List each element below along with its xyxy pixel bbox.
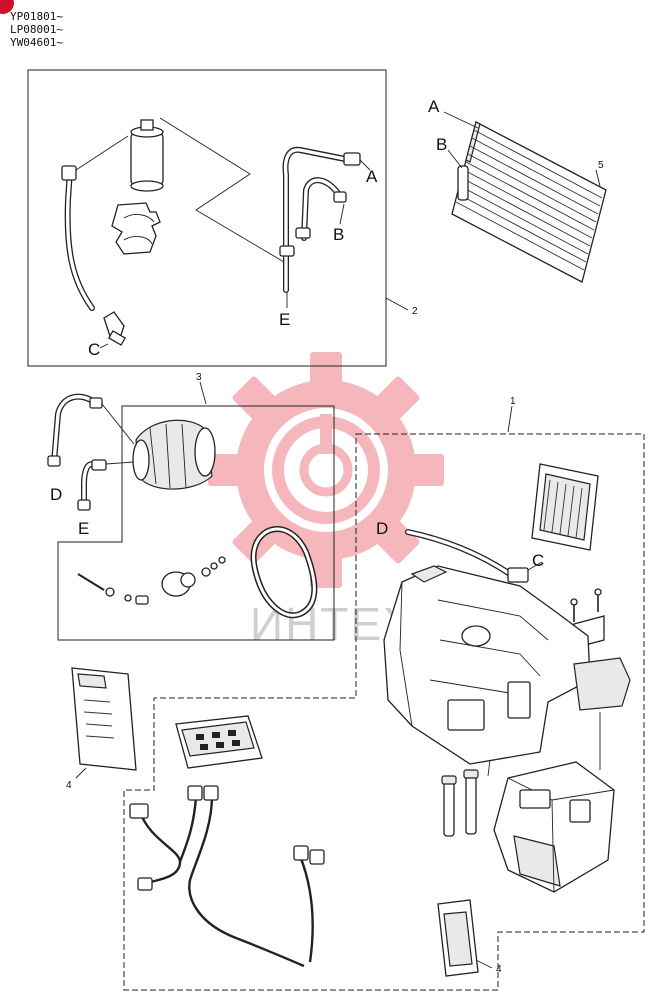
- compressor-callout-d: D: [50, 485, 62, 504]
- condenser-callout-b: B: [436, 135, 447, 154]
- corner-badge: [0, 0, 14, 14]
- part-number-5: 5: [598, 160, 604, 171]
- callout-b: B: [333, 225, 344, 244]
- receiver-drier: [130, 119, 164, 192]
- controller-panel-left: [71, 667, 137, 771]
- unit-callout-d: D: [376, 519, 388, 538]
- compressor-callout-e: E: [78, 519, 89, 538]
- condenser-callout-a: A: [428, 97, 440, 116]
- compressor-group-frame: [57, 405, 335, 641]
- part-number-2: 2: [412, 306, 418, 317]
- hose-right: [279, 146, 361, 293]
- condenser: [451, 121, 607, 283]
- drain-tubes: [441, 769, 479, 837]
- hose-left: [61, 135, 129, 311]
- compressor-hoses: [47, 393, 107, 511]
- serial-range: YW04601~: [10, 36, 63, 49]
- part-number-1: 1: [510, 396, 516, 407]
- wire-harness: [129, 785, 325, 968]
- evaporator-case: [493, 761, 615, 893]
- hvac-unit-housing: [383, 565, 631, 765]
- heater-core: [531, 463, 599, 551]
- compressor-pulley-kit: [77, 556, 226, 605]
- watermark-gear-icon: [208, 352, 444, 588]
- part-number-4-bottom: 4: [496, 964, 502, 975]
- controller-panel-bottom: [437, 899, 479, 977]
- fitting-c: [103, 311, 126, 346]
- part-number-4-left: 4: [66, 780, 72, 791]
- drier-bracket: [111, 202, 161, 255]
- hose-group-frame: [27, 69, 387, 367]
- compressor: [132, 419, 216, 490]
- serial-range: YP01801~: [10, 10, 63, 23]
- callout-e: E: [279, 310, 290, 329]
- serial-range: LP08001~: [10, 23, 63, 36]
- part-number-3: 3: [196, 372, 202, 383]
- drive-belt: [250, 526, 318, 619]
- unit-group-frame: [123, 433, 645, 991]
- drain-hose: [405, 529, 529, 583]
- serial-range-list: YP01801~ LP08001~ YW04601~: [10, 10, 63, 49]
- callout-a: A: [366, 167, 378, 186]
- unit-callout-c: C: [532, 551, 544, 570]
- callout-c: C: [88, 340, 100, 359]
- control-panel: [175, 715, 263, 769]
